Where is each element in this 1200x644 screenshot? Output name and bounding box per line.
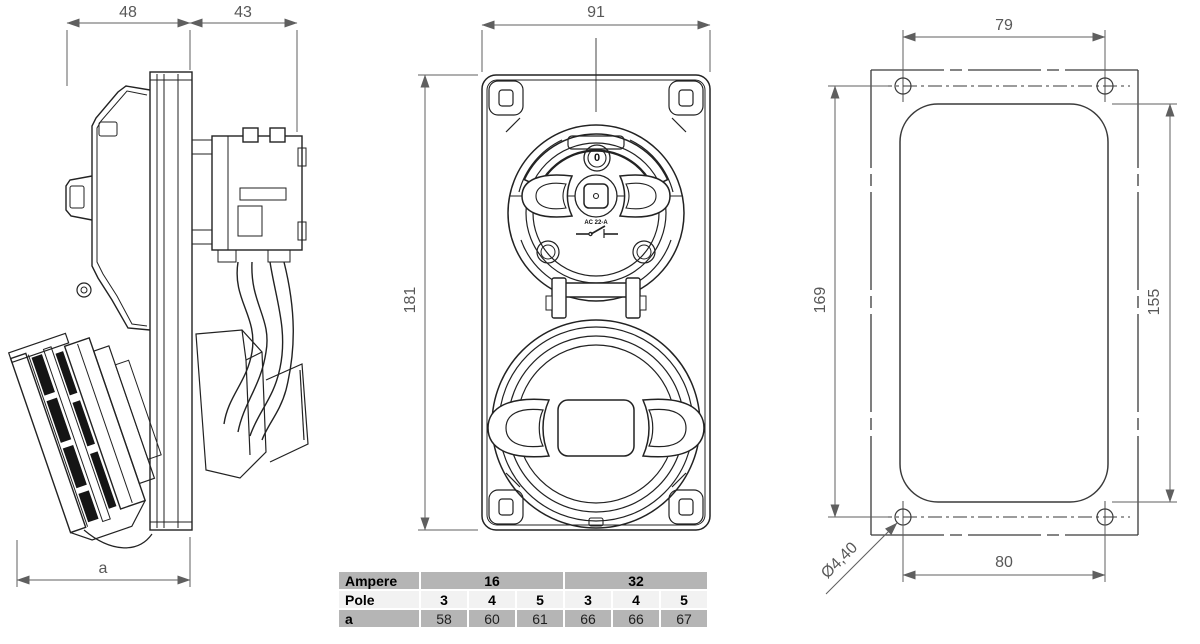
table-label-a: a: [339, 610, 419, 627]
switch-knob: [574, 174, 618, 218]
front-view: [481, 38, 711, 531]
panel-view: [825, 30, 1177, 595]
dim-91-label: 91: [587, 4, 605, 21]
switch-top-band: [523, 133, 669, 188]
lid-drain: [588, 517, 604, 527]
dim-43-label: 43: [234, 4, 252, 21]
hole-diameter-leader: [825, 522, 898, 595]
a-value: 66: [565, 610, 611, 627]
front-dimensions: [418, 20, 711, 531]
lid-ears: [487, 398, 705, 458]
ampere-group-32: 32: [565, 572, 707, 589]
table-row-ampere: Ampere 16 32: [339, 572, 707, 589]
side-gasket-band: [31, 354, 99, 523]
dim-48-label: 48: [119, 4, 137, 21]
dimension-table: Ampere 16 32 Pole 3 4 5 3 4 5 a 58 60 61…: [337, 570, 709, 629]
pole-value: 5: [661, 591, 707, 608]
dim-169-label: 169: [812, 286, 829, 314]
switch-rating-marking: AC 22-A: [584, 220, 608, 226]
switch-symbol: [576, 225, 618, 238]
switch-position-marking: 0: [593, 152, 601, 164]
table-row-a: a 58 60 61 66 66 67: [339, 610, 707, 627]
dim-155-label: 155: [1146, 288, 1163, 316]
front-body-inner: [486, 79, 706, 526]
table-label-ampere: Ampere: [339, 572, 419, 589]
front-corner-screws: [488, 80, 704, 525]
dim-80-label: 80: [995, 554, 1013, 571]
pole-value: 5: [517, 591, 563, 608]
hole-centerlines: [878, 85, 1130, 518]
pole-value: 4: [613, 591, 659, 608]
switch-position-indicator: [583, 144, 611, 172]
side-bracket: [195, 329, 309, 479]
pole-value: 4: [469, 591, 515, 608]
side-wires: [223, 261, 294, 441]
side-terminal-block: [191, 127, 307, 263]
side-latch: [65, 175, 93, 221]
a-value: 60: [469, 610, 515, 627]
switch-ears: [521, 174, 671, 218]
ampere-group-16: 16: [421, 572, 563, 589]
panel-cutout: [899, 103, 1109, 503]
mounting-holes: [894, 70, 1114, 533]
front-body-outline: [481, 74, 711, 531]
dim-181-label: 181: [402, 286, 419, 314]
side-pivot: [76, 282, 92, 298]
panel-dimensions: [825, 30, 1177, 595]
side-dimensions: [16, 18, 298, 587]
table-row-pole: Pole 3 4 5 3 4 5: [339, 591, 707, 608]
socket-lid: [487, 277, 705, 529]
table-label-pole: Pole: [339, 591, 419, 608]
side-switch-housing: [65, 85, 151, 331]
side-bottom-edge: [83, 529, 153, 549]
side-socket-tilted: [7, 332, 162, 541]
a-value: 61: [517, 610, 563, 627]
pole-value: 3: [421, 591, 467, 608]
dim-a-label: a: [98, 560, 108, 577]
lid-label-recess: [557, 399, 635, 457]
side-gasket-band-2: [55, 351, 117, 509]
panel-outline: [870, 69, 1139, 536]
pole-value: 3: [565, 591, 611, 608]
a-value: 66: [613, 610, 659, 627]
side-view: [7, 71, 309, 549]
a-value: 67: [661, 610, 707, 627]
a-value: 58: [421, 610, 467, 627]
side-mounting-plate: [149, 71, 193, 531]
lid-hinge: [545, 277, 647, 319]
dim-79-label: 79: [995, 17, 1013, 34]
